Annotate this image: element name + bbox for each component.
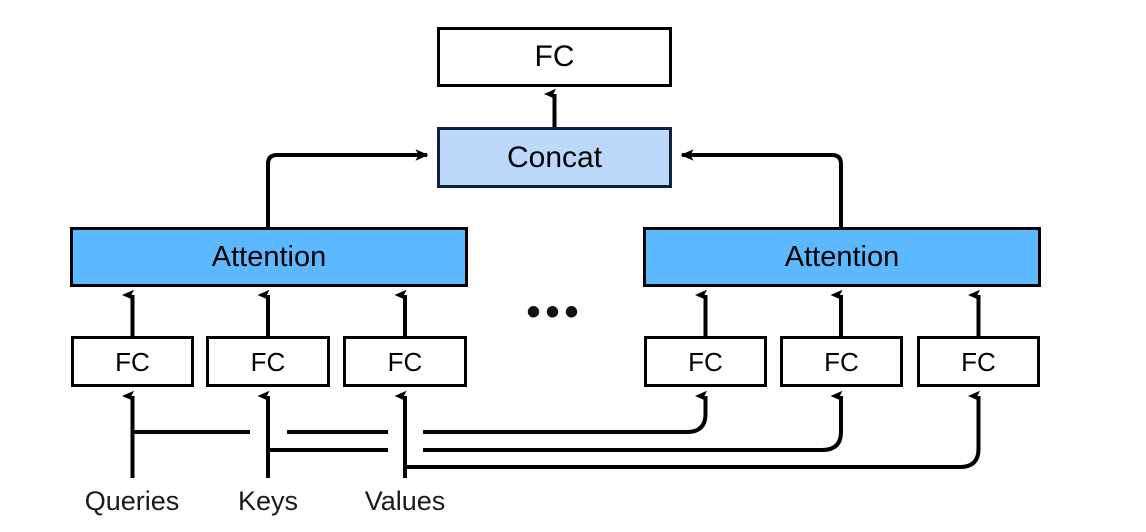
node-fc-left-values[interactable]: FC [343,336,467,387]
wire-keys-to-fc-right [423,390,843,452]
node-fc-right-values[interactable]: FC [917,336,1040,387]
node-fc-right-queries-label: FC [688,346,723,377]
ellipsis-more-heads: ••• [526,290,584,334]
node-fc-left-values-label: FC [387,346,423,377]
wire-attention-right-to-concat [680,149,843,227]
wire-values-to-fc-right [405,390,981,469]
node-attention-right-label: Attention [784,240,900,273]
wire-attention-left-to-concat [266,149,429,227]
node-fc-top-label: FC [534,40,575,73]
node-attention-left-label: Attention [211,240,327,273]
node-fc-left-keys-label: FC [250,346,286,377]
node-fc-left-queries[interactable]: FC [71,336,194,387]
node-fc-left-keys[interactable]: FC [206,336,330,387]
node-attention-left[interactable]: Attention [70,227,468,287]
input-label-queries: Queries [84,486,180,516]
input-label-keys: Keys [237,486,299,516]
node-fc-left-queries-label: FC [115,346,150,377]
node-fc-right-queries[interactable]: FC [644,336,767,387]
node-concat-label: Concat [506,140,603,174]
node-concat[interactable]: Concat [437,127,672,188]
node-fc-right-keys[interactable]: FC [780,336,903,387]
node-fc-top[interactable]: FC [437,27,672,87]
node-attention-right[interactable]: Attention [643,227,1041,287]
input-label-values: Values [364,486,446,516]
wire-queries-to-fc-right [423,390,708,434]
node-fc-right-values-label: FC [961,346,996,377]
node-fc-right-keys-label: FC [824,346,859,377]
